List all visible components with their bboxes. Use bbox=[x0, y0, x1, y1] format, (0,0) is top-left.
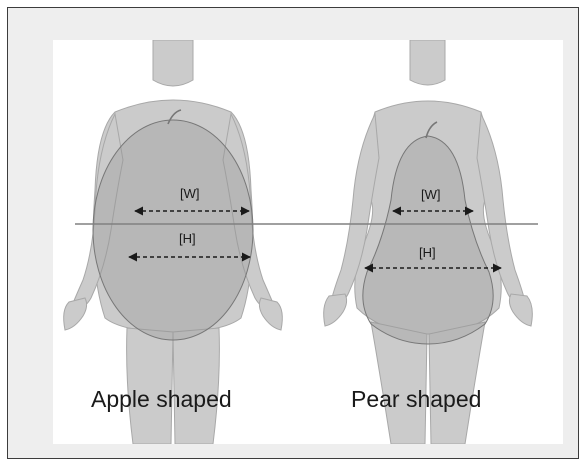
pear-waist-label: [W] bbox=[421, 187, 441, 202]
apple-shaped-figure bbox=[64, 40, 283, 444]
body-shape-illustration bbox=[53, 40, 563, 444]
apple-waist-label: [W] bbox=[180, 186, 200, 201]
apple-shaped-caption: Apple shaped bbox=[91, 386, 232, 413]
pear-shaped-caption: Pear shaped bbox=[351, 386, 481, 413]
apple-hip-label: [H] bbox=[179, 231, 196, 246]
pear-hip-label: [H] bbox=[419, 245, 436, 260]
figure-frame: [W] [H] [W] [H] Apple shaped Pear shaped bbox=[7, 7, 579, 459]
pear-shaped-figure bbox=[324, 40, 533, 444]
figure-panel: [W] [H] [W] [H] Apple shaped Pear shaped bbox=[53, 40, 563, 444]
